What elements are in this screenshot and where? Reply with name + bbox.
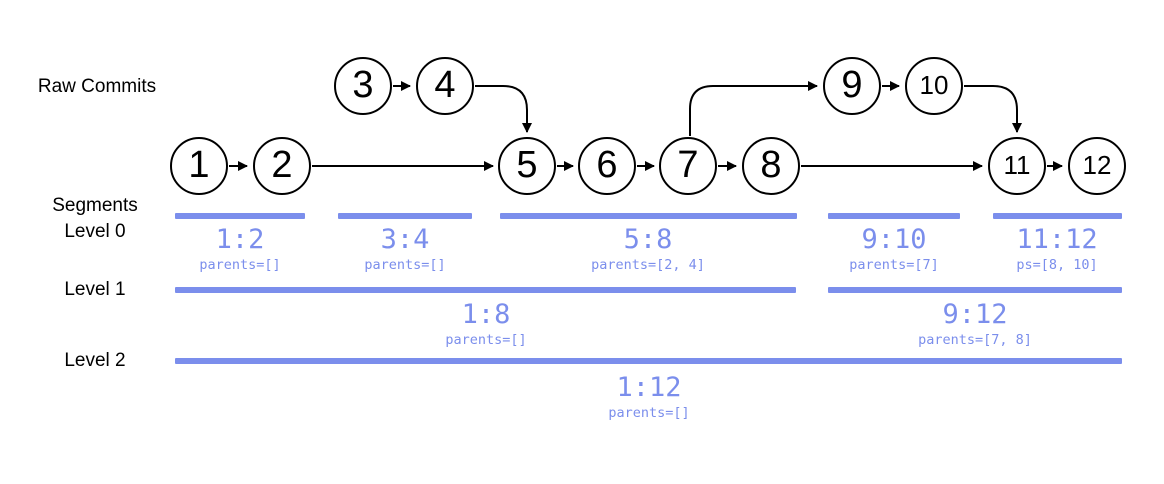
commit-node-9: 9 [823,57,881,115]
segment-parents-label: parents=[7] [849,257,939,273]
segment-parents-label: parents=[] [445,332,527,348]
segment-range-label: 5:8 [623,224,673,255]
segment-range-label: 1:2 [215,224,265,255]
segment-bar-9-12 [828,287,1122,293]
segment-parents-label: parents=[7, 8] [918,332,1032,348]
segment-range-label: 3:4 [380,224,430,255]
commit-node-5: 5 [498,137,556,195]
commit-node-3: 3 [334,57,392,115]
segment-bar-11-12 [993,213,1122,219]
segment-bar-5-8 [500,213,797,219]
commit-node-8: 8 [742,137,800,195]
segments-label: Segments [52,195,138,216]
segment-range-label: 1:12 [616,372,682,403]
level-0-label: Level 0 [64,221,126,242]
segment-range-label: 11:12 [1016,224,1098,255]
level-1-label: Level 1 [64,279,126,300]
segment-range-label: 9:12 [942,299,1008,330]
segment-parents-label: parents=[2, 4] [591,257,705,273]
raw-commits-label: Raw Commits [37,76,157,97]
segment-range-label: 1:8 [461,299,511,330]
level-2-label: Level 2 [64,350,126,371]
segment-range-label: 9:10 [861,224,927,255]
edge-7-9 [689,81,818,136]
segment-bar-3-4 [338,213,472,219]
segment-parents-label: ps=[8, 10] [1016,257,1098,273]
segment-parents-label: parents=[] [199,257,281,273]
commit-node-1: 1 [170,137,228,195]
commit-node-12: 12 [1068,137,1126,195]
segment-bar-1-8 [175,287,796,293]
commit-node-7: 7 [659,137,717,195]
segment-bar-1-12 [175,358,1122,364]
commit-node-2: 2 [253,137,311,195]
segment-bar-1-2 [175,213,305,219]
commit-node-10: 10 [905,57,963,115]
segment-bar-9-10 [828,213,960,219]
commit-node-4: 4 [416,57,474,115]
edge-10-11 [964,85,1022,133]
commit-node-11: 11 [988,137,1046,195]
segment-parents-label: parents=[] [608,405,690,421]
edge-4-5 [475,85,532,133]
segment-parents-label: parents=[] [364,257,446,273]
commit-node-6: 6 [578,137,636,195]
